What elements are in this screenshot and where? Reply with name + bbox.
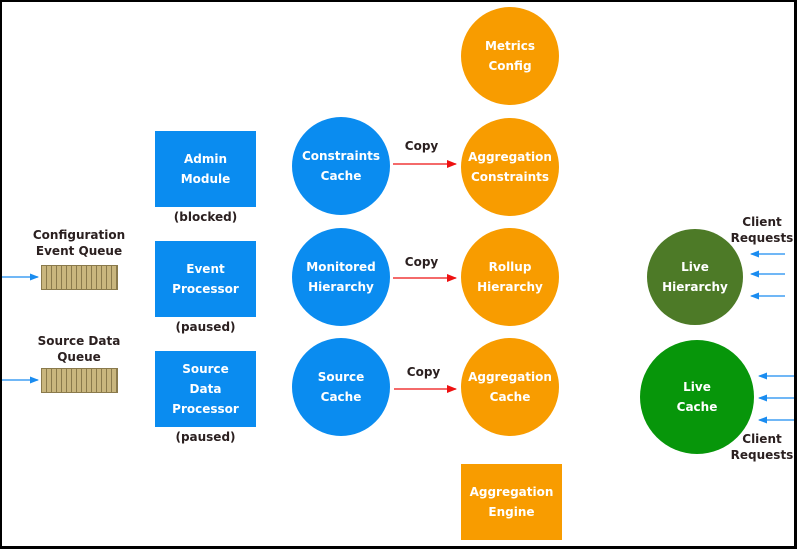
rollup-hierarchy-node[interactable]: Rollup Hierarchy: [461, 228, 559, 326]
aggregation-constraints-node[interactable]: Aggregation Constraints: [461, 118, 559, 216]
event-processor-box[interactable]: Event Processor: [155, 241, 256, 317]
copy-label-constraints: Copy: [404, 139, 439, 153]
aggregation-engine-box[interactable]: Aggregation Engine: [461, 464, 562, 540]
config-event-queue-label: Configuration Event Queue: [32, 228, 126, 258]
monitored-hierarchy-node[interactable]: Monitored Hierarchy: [292, 228, 390, 326]
live-hierarchy-node[interactable]: Live Hierarchy: [647, 229, 743, 325]
aggregation-cache-node[interactable]: Aggregation Cache: [461, 338, 559, 436]
source-data-processor-status: (paused): [175, 430, 236, 444]
client-requests-label-bottom: Client Requests: [730, 432, 794, 462]
copy-label-hierarchy: Copy: [404, 255, 439, 269]
config-event-queue[interactable]: [41, 265, 118, 290]
constraints-cache-node[interactable]: Constraints Cache: [292, 117, 390, 215]
client-requests-label-top: Client Requests: [730, 215, 794, 245]
source-cache-node[interactable]: Source Cache: [292, 338, 390, 436]
event-processor-status: (paused): [175, 320, 236, 334]
live-cache-node[interactable]: Live Cache: [640, 340, 754, 454]
admin-module-box[interactable]: Admin Module: [155, 131, 256, 207]
source-data-queue-label: Source Data Queue: [37, 334, 121, 364]
source-data-queue[interactable]: [41, 368, 118, 393]
copy-label-cache: Copy: [406, 365, 441, 379]
source-data-processor-box[interactable]: Source Data Processor: [155, 351, 256, 427]
metrics-config-node[interactable]: Metrics Config: [461, 7, 559, 105]
admin-module-status: (blocked): [173, 210, 238, 224]
